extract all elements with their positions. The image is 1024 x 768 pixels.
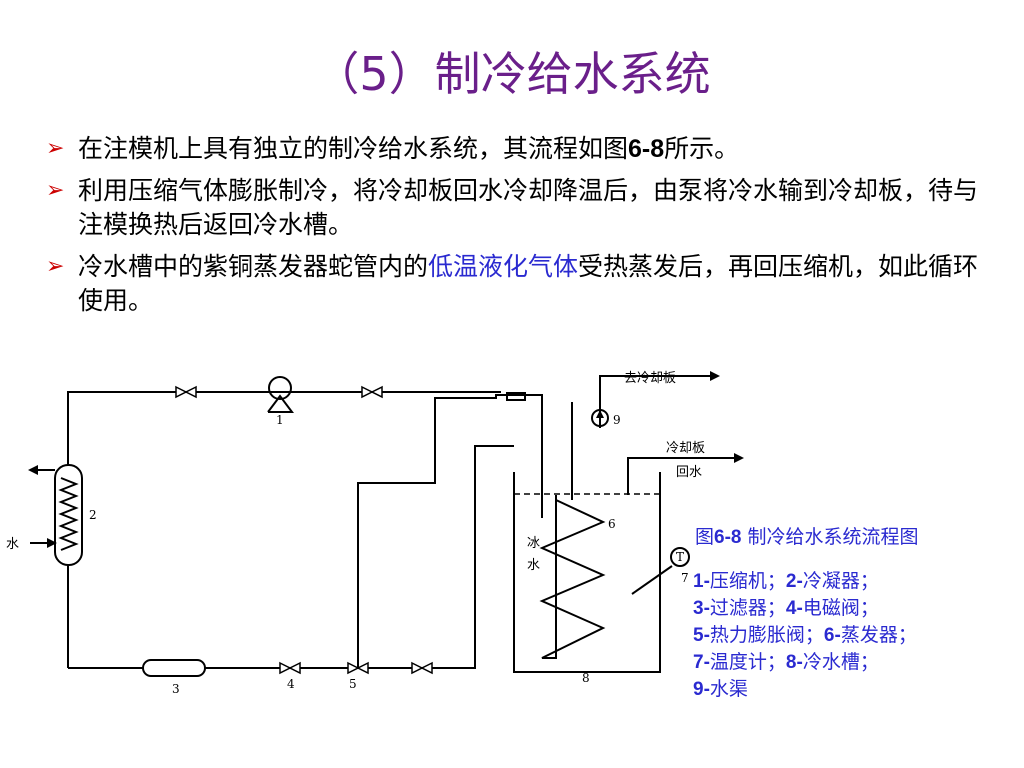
to-cooling-plate-label: 去冷却板	[624, 371, 676, 386]
bullet-arrow-icon: ➢	[46, 136, 65, 161]
legend-num: 2-	[785, 571, 803, 592]
arrow-head	[28, 465, 38, 475]
solenoid-valve-icon	[288, 661, 301, 675]
caption-text: 制冷给水系统流程图	[741, 526, 919, 548]
legend-num: 8-	[785, 652, 803, 673]
cold-water-tank	[513, 472, 661, 673]
compressor	[268, 376, 292, 400]
expansion-valve-icon	[356, 661, 369, 675]
legend-row: 1-压缩机；2-冷凝器；	[693, 568, 917, 595]
legend-num: 9-	[693, 679, 710, 700]
callout-2: 2	[89, 508, 97, 522]
bullet-text: 受热蒸发后，再回压缩机，如此循环使用。	[78, 252, 979, 315]
legend-row: 7-温度计；8-冷水槽；	[693, 649, 917, 676]
suction-pipe	[357, 394, 543, 668]
pump-arrow	[596, 410, 604, 418]
bullet-list: ➢ 在注模机上具有独立的制冷给水系统，其流程如图6-8所示。 ➢ 利用压缩气体膨…	[46, 132, 996, 326]
bullet-arrow-icon: ➢	[46, 178, 65, 203]
legend-row: 3-过滤器；4-电磁阀；	[693, 595, 917, 622]
arrow-head	[734, 453, 744, 463]
sensor-bulb	[506, 392, 526, 401]
valve-icon	[175, 385, 188, 399]
bullet-item: ➢ 在注模机上具有独立的制冷给水系统，其流程如图6-8所示。	[46, 132, 996, 166]
callout-9: 9	[613, 413, 621, 427]
legend-num: 6-	[823, 625, 841, 646]
arrow-head	[47, 538, 57, 548]
bullet-text: 所示。	[664, 134, 740, 163]
legend-name: 电磁阀；	[802, 597, 879, 619]
callout-6: 6	[608, 517, 616, 531]
slide-title: （5）制冷给水系统	[313, 47, 711, 101]
condenser-coil	[58, 477, 79, 551]
valve-icon	[411, 661, 424, 675]
bullet-text: 利用压缩气体膨胀制冷，将冷却板回水冷却降温后，由泵将冷水输到冷却板，待与注模换热…	[78, 176, 979, 239]
figure-caption: 图6-8 制冷给水系统流程图	[695, 522, 919, 549]
expansion-valve-icon	[347, 661, 360, 675]
bullet-arrow-icon: ➢	[46, 254, 65, 279]
valve-icon	[420, 661, 433, 675]
caption-figure-number: 6-8	[714, 527, 742, 548]
legend-name: 热力膨胀阀；	[709, 624, 824, 646]
compressor-base	[267, 394, 294, 413]
caption-prefix: 图	[695, 526, 715, 548]
condenser	[54, 464, 83, 566]
legend-name: 冷凝器；	[802, 570, 879, 592]
figure-ref: 6-8	[628, 135, 665, 163]
water-inlet-label: 水	[6, 537, 19, 552]
thermometer	[670, 547, 690, 567]
bullet-item: ➢ 冷水槽中的紫铜蒸发器蛇管内的低温液化气体受热蒸发后，再回压缩机，如此循环使用…	[46, 250, 996, 318]
bottom-pipe-b	[205, 445, 514, 669]
callout-4: 4	[287, 677, 295, 691]
valve-icon	[370, 385, 383, 399]
ice-water-label: 水	[527, 558, 540, 573]
legend-name: 过滤器；	[709, 597, 786, 619]
callout-3: 3	[172, 682, 180, 696]
highlight-text: 低温液化气体	[428, 252, 579, 281]
return-water-label: 回水	[676, 465, 702, 480]
arrow-head	[710, 371, 720, 381]
legend-name: 蒸发器；	[840, 624, 917, 646]
legend-name: 水渠	[709, 678, 748, 700]
legend-name: 冷水槽；	[802, 651, 879, 673]
refrigeration-flow-diagram: 去冷却板 冷却板 回水 水 冰 水 T 1 2 3 4 5 6 7 8 9	[6, 371, 744, 696]
filter	[142, 659, 206, 677]
thermometer-symbol: T	[676, 550, 684, 564]
callout-5: 5	[349, 677, 357, 691]
legend-name: 压缩机；	[709, 570, 786, 592]
figure-legend: 1-压缩机；2-冷凝器； 3-过滤器；4-电磁阀； 5-热力膨胀阀；6-蒸发器；…	[693, 568, 917, 703]
legend-num: 4-	[785, 598, 803, 619]
solenoid-valve-icon	[279, 661, 292, 675]
callout-1: 1	[276, 413, 284, 427]
callout-8: 8	[582, 671, 590, 685]
legend-num: 5-	[693, 625, 710, 646]
legend-row: 9-水渠	[693, 676, 917, 703]
evaporator-coil	[539, 495, 606, 659]
legend-num: 3-	[693, 598, 710, 619]
thermometer-stem	[631, 565, 673, 595]
legend-name: 温度计；	[709, 651, 786, 673]
callout-7: 7	[681, 571, 689, 585]
bullet-text: 在注模机上具有独立的制冷给水系统，其流程如图	[78, 134, 629, 163]
valve-icon	[184, 385, 197, 399]
bullet-text: 冷水槽中的紫铜蒸发器蛇管内的	[78, 252, 429, 281]
cooling-plate-label: 冷却板	[666, 441, 705, 456]
legend-row: 5-热力膨胀阀；6-蒸发器；	[693, 622, 917, 649]
legend-num: 7-	[693, 652, 710, 673]
legend-num: 1-	[693, 571, 710, 592]
return-water-pipe	[627, 457, 740, 495]
top-pipe	[67, 391, 501, 465]
bullet-item: ➢ 利用压缩气体膨胀制冷，将冷却板回水冷却降温后，由泵将冷水输到冷却板，待与注模…	[46, 174, 996, 242]
ice-label: 冰	[527, 536, 540, 551]
valve-icon	[361, 385, 374, 399]
